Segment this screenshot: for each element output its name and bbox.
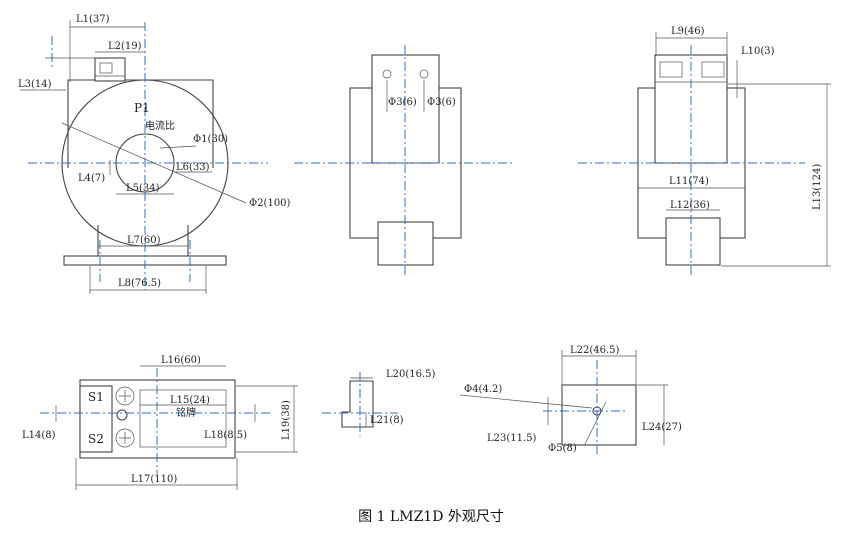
dim-l24-label: L24(27) xyxy=(642,422,682,433)
front-view-marking: P1 xyxy=(134,101,150,115)
top-view-screw-s2 xyxy=(115,428,135,448)
top-view-terminal-strip xyxy=(79,385,113,453)
dim-phi4-leader xyxy=(459,394,593,409)
dim-l13-label: L13(124) xyxy=(812,164,823,210)
top-view-screw-s1 xyxy=(115,386,135,406)
dim-l1-label: L1(37) xyxy=(76,14,110,25)
dim-l22-label: L22(46.5) xyxy=(570,345,620,356)
front-view-ratio-label: 电流比 xyxy=(145,119,175,132)
top-view-screw-s2-slot xyxy=(119,432,131,444)
front-view-legs xyxy=(97,225,189,256)
rear-view-terminal-right xyxy=(701,61,725,78)
dim-l2-label: L2(19) xyxy=(108,41,142,52)
dim-phi1-label: Φ1(30) xyxy=(193,134,228,145)
dim-l18-label: L18(8.5) xyxy=(204,430,247,441)
front-view: L1(37) L2(19) L3(14) P1 电流比 Φ1(30) L4(7)… xyxy=(18,14,291,294)
dim-l15-label: L15(24) xyxy=(170,395,210,406)
rear-view: L9(46) L10(3) L11(74) L12(36) L13(124) xyxy=(578,26,831,275)
figure-caption: 图 1 LMZ1D 外观尺寸 xyxy=(358,509,504,525)
dim-l19-label: L19(38) xyxy=(281,400,292,440)
side-view-hole-right xyxy=(419,69,429,79)
bracket-view-profile xyxy=(341,380,374,428)
dim-l8-label: L8(76.5) xyxy=(118,278,161,289)
dim-l14-label: L14(8) xyxy=(22,430,56,441)
dim-l10-label: L10(3) xyxy=(741,46,775,57)
top-view-nameplate-frame xyxy=(139,389,227,448)
dim-phi2-leader xyxy=(61,122,247,204)
side-view-hole-left xyxy=(382,69,392,79)
dim-l12-label: L12(36) xyxy=(670,200,710,211)
dim-l17-label: L17(110) xyxy=(131,474,177,485)
rear-view-terminal-left xyxy=(659,61,683,78)
dim-l16-label: L16(60) xyxy=(161,355,201,366)
dim-phi5-leader xyxy=(583,401,607,447)
dim-l3-label: L3(14) xyxy=(18,79,52,90)
front-view-housing xyxy=(67,79,214,168)
dim-l21-label: L21(8) xyxy=(370,415,404,426)
dim-l20-label: L20(16.5) xyxy=(386,369,436,380)
dim-phi1-leader xyxy=(159,145,197,149)
dim-phi3a-label: Φ3(6) xyxy=(388,97,417,108)
dim-l7-label: L7(60) xyxy=(127,235,161,246)
bracket-view: L20(16.5) L21(8) xyxy=(322,369,436,436)
dim-l4-label: L4(7) xyxy=(78,173,105,184)
top-view-terminal-s1: S1 xyxy=(88,390,104,404)
dim-phi2-label: Φ2(100) xyxy=(249,198,291,209)
dim-phi4-label: Φ4(4.2) xyxy=(464,384,502,395)
dim-l23-label: L23(11.5) xyxy=(487,433,537,444)
side-view: Φ3(6) Φ3(6) xyxy=(294,45,514,275)
rear-view-bottom-block xyxy=(665,217,721,266)
top-view: S1 S2 铭牌 L16(60) L15(24) L14(8) L18(8.5)… xyxy=(22,355,298,490)
dim-l5-label: L5(34) xyxy=(126,183,160,194)
top-view-terminal-s2: S2 xyxy=(88,432,104,446)
top-view-nameplate: 铭牌 xyxy=(176,406,196,419)
dim-l6-label: L6(33) xyxy=(176,162,210,173)
dim-phi3b-label: Φ3(6) xyxy=(427,97,456,108)
dim-phi5-label: Φ5(8) xyxy=(548,443,577,454)
base-view: L22(46.5) Φ4(4.2) L24(27) L23(11.5) Φ5(8… xyxy=(459,345,682,455)
front-view-terminal-block xyxy=(94,57,126,82)
top-view-center-hole xyxy=(116,409,128,421)
front-view-terminal-screw xyxy=(99,62,113,74)
top-view-screw-s1-slot xyxy=(119,390,131,402)
dim-l9-label: L9(46) xyxy=(671,26,705,37)
dim-l11-label: L11(74) xyxy=(669,176,709,187)
